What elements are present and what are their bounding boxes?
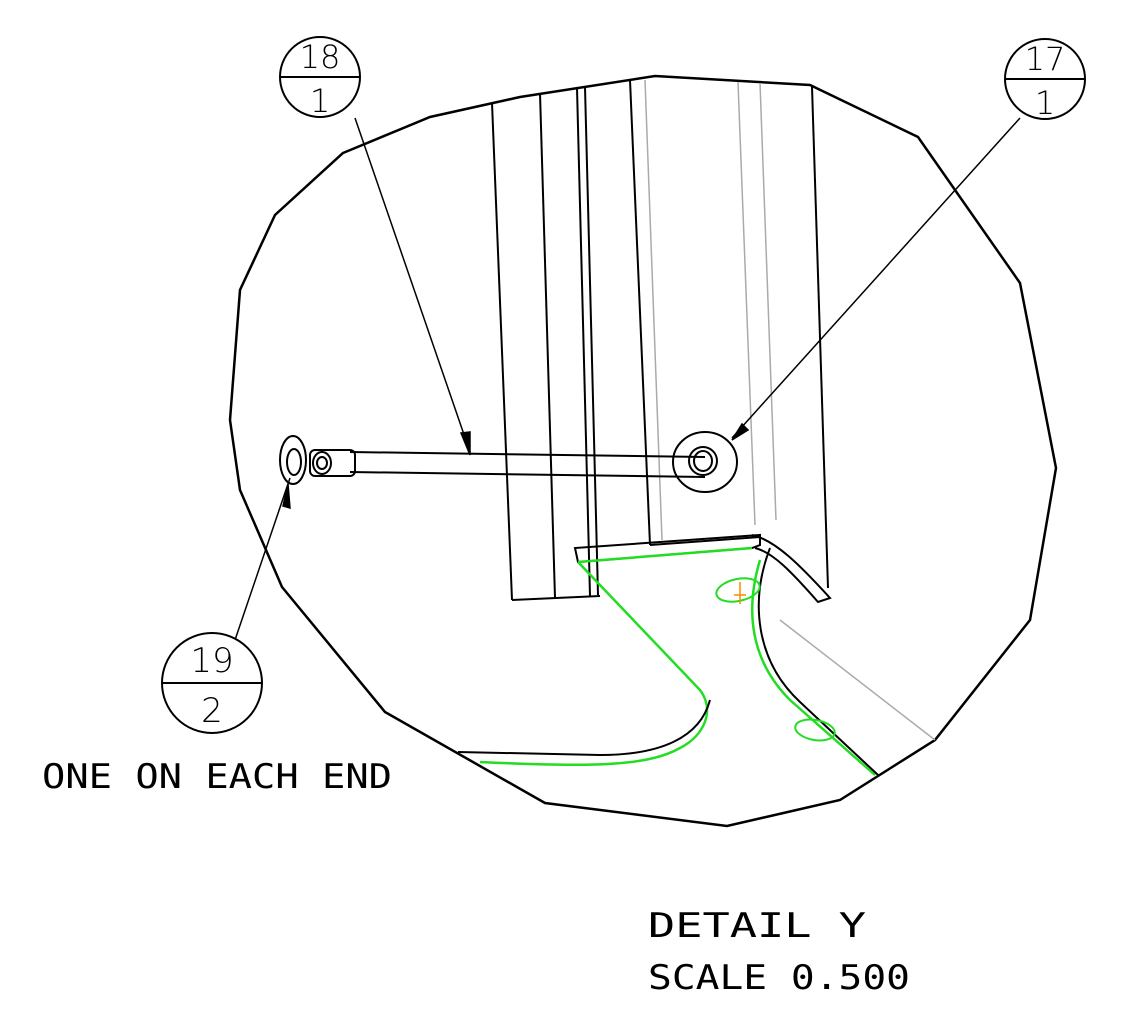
rod	[309, 449, 706, 478]
balloon-17: 17 1	[1004, 38, 1086, 122]
placement-note: ONE ON EACH END	[42, 757, 392, 797]
detail-title: DETAIL Y	[648, 906, 866, 946]
balloon-18-item: 18	[300, 38, 341, 76]
balloon-19-item: 19	[190, 641, 233, 681]
detail-scale: SCALE 0.500	[648, 958, 910, 998]
balloon-18-qty: 1	[310, 82, 330, 120]
detail-boundary	[228, 74, 1058, 828]
balloon-19: 19 2	[161, 632, 263, 734]
leader-lines	[234, 117, 1021, 641]
column-hidden-lines	[644, 79, 936, 741]
washer	[672, 431, 738, 493]
balloon-18: 18 1	[279, 36, 361, 120]
balloon-17-item: 17	[1025, 40, 1066, 78]
bracket	[457, 533, 879, 776]
ring	[279, 435, 307, 485]
balloon-17-qty: 1	[1035, 84, 1055, 122]
balloon-19-qty: 2	[201, 691, 223, 731]
column-structure	[491, 79, 829, 601]
